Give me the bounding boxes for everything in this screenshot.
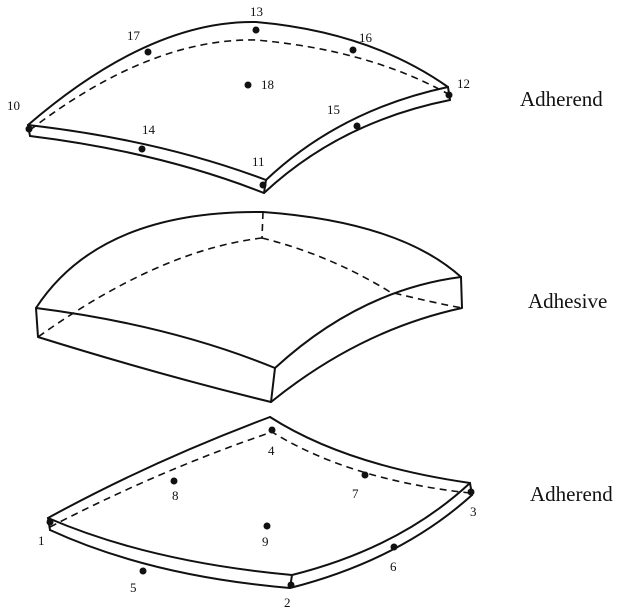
label-bottom-adherend: Adherend — [530, 482, 613, 506]
top-node-dot — [260, 182, 267, 189]
bottom-node-dot — [140, 568, 147, 575]
top-node-label: 11 — [252, 154, 265, 169]
bottom-adherend-front-top-edge — [48, 483, 470, 575]
top-node-label: 16 — [359, 30, 373, 45]
top-node-dot — [446, 92, 453, 99]
bottom-node-dot — [47, 519, 54, 526]
top-node-label: 17 — [127, 28, 141, 43]
top-node-label: 15 — [327, 102, 340, 117]
adhesive-hidden-left-edge — [38, 238, 262, 337]
top-node-label: 14 — [142, 122, 156, 137]
bottom-node-dot — [288, 582, 295, 589]
adhesive-right-edge — [275, 277, 461, 368]
bottom-node-label: 2 — [284, 595, 291, 610]
top-node-dot — [253, 27, 260, 34]
adhesive-front-edge — [271, 368, 275, 402]
adhesive-hidden-right-edge — [262, 238, 462, 308]
top-node-label: 12 — [457, 76, 470, 91]
top-adherend: 10 14 11 15 12 16 13 17 18 — [7, 4, 470, 193]
top-node-dot — [26, 126, 33, 133]
bottom-node-dot — [171, 478, 178, 485]
top-node-label: 10 — [7, 98, 20, 113]
bottom-node-label: 6 — [390, 559, 397, 574]
bottom-adherend: 1 5 2 6 3 7 4 8 9 — [38, 417, 477, 610]
bottom-node-label: 8 — [172, 488, 179, 503]
bottom-node-label: 7 — [352, 486, 359, 501]
bottom-node-dot — [391, 544, 398, 551]
label-adhesive: Adhesive — [528, 289, 607, 313]
top-node-dot — [145, 49, 152, 56]
bottom-node-dot — [264, 523, 271, 530]
top-node-dot — [139, 146, 146, 153]
bottom-adherend-hidden-edge — [50, 432, 470, 527]
label-top-adherend: Adherend — [520, 87, 603, 111]
bottom-adherend-right-top-edge — [270, 417, 470, 483]
bottom-node-label: 5 — [130, 580, 137, 595]
top-node-dot — [350, 47, 357, 54]
bottom-node-dot — [269, 427, 276, 434]
adhesive-lower-left-edge — [36, 308, 271, 402]
adhesive-lower-right-edge — [271, 277, 462, 402]
top-node-dot — [354, 123, 361, 130]
top-node-label: 18 — [261, 77, 274, 92]
bottom-adherend-left-top-edge — [48, 417, 270, 518]
adhesive-left-edge — [36, 308, 275, 368]
top-adherend-back-edge — [28, 22, 448, 125]
bottom-node-dot — [468, 489, 475, 496]
adhesive-layer — [36, 212, 462, 402]
bottom-node-dot — [362, 472, 369, 479]
bottom-node-label: 9 — [262, 534, 269, 549]
adhesive-hidden-back-edge — [262, 212, 263, 238]
bottom-node-label: 3 — [470, 504, 477, 519]
top-adherend-front-right-bottom — [264, 100, 450, 193]
bottom-node-label: 4 — [268, 443, 275, 458]
top-adherend-front-right-top — [266, 87, 448, 180]
top-node-label: 13 — [250, 4, 263, 19]
top-node-dot — [245, 82, 252, 89]
bottom-node-label: 1 — [38, 533, 45, 548]
